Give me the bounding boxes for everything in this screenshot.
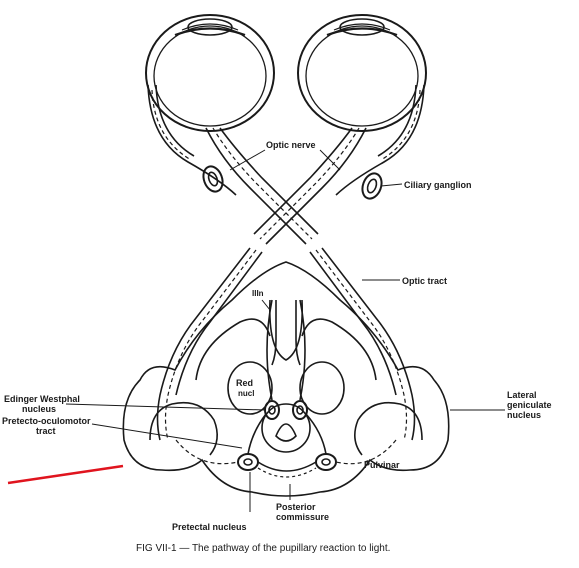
lateral-geniculate-label-line1: Lateral [507,390,537,400]
pretecto-oculomotor-label-line1: Pretecto-oculomotor [2,416,91,426]
right-eyeball [298,15,426,131]
edinger-westphal-left [265,401,279,419]
red-nucleus-label-line1: Red [236,378,253,388]
lateral-geniculate-label-line3: nucleus [507,410,541,420]
aqueduct [276,424,296,441]
optic-tract-label: Optic tract [402,276,447,286]
iii-nerve-leader [262,300,270,310]
edinger-westphal-label-line1: Edinger Westphal [4,394,80,404]
edinger-westphal-label-line2: nucleus [22,404,56,414]
optic-nerve-leader-left [230,150,265,170]
figure-caption: FIG VII-1 — The pathway of the pupillary… [136,543,390,554]
pulvinar-label: Pulvinar [364,460,400,470]
annotation-line [8,466,123,483]
pretecto-oculomotor-label-line2: tract [36,426,56,436]
posterior-commissure-label-line2: commissure [276,512,329,522]
pretectal-nucleus-label: Pretectal nucleus [172,522,247,532]
pretectal-nucleus-right [316,454,336,470]
ciliary-ganglion-label: Ciliary ganglion [404,180,472,190]
red-nucleus-label-line2: nucl [238,389,254,398]
edinger-westphal-right [293,401,307,419]
lateral-geniculate-label-line2: geniculate [507,400,552,410]
third-nerve-label: IIIn [252,289,264,298]
posterior-commissure [258,462,316,471]
left-eyeball [146,15,274,131]
optic-nerve-label: Optic nerve [266,140,316,150]
ciliary-ganglion-leader [381,184,402,186]
pretecto-oculomotor-leader [92,424,242,448]
third-nerve-fibers [267,300,305,400]
left-ciliary-ganglion [200,164,226,195]
left-optic-tract [158,248,263,440]
right-optic-tract [310,248,415,440]
posterior-commissure-label-line1: Posterior [276,502,316,512]
pretectal-nucleus-left [238,454,258,470]
